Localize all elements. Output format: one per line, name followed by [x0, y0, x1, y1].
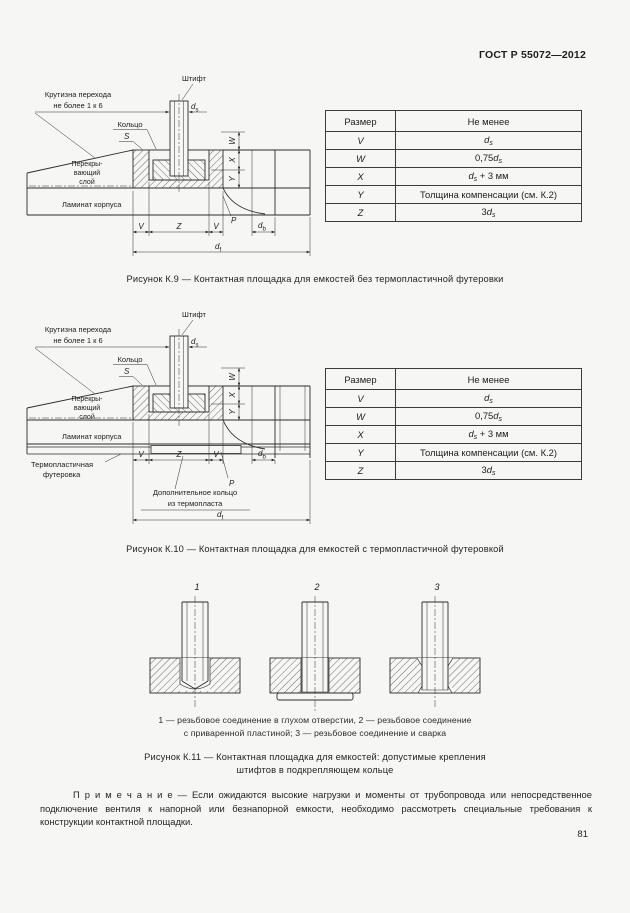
legend-line-2: с приваренной пластиной; 3 — резьбовое с…: [183, 728, 447, 738]
overlay-label-3: слой: [79, 413, 95, 421]
table-header-min: Не менее: [395, 110, 582, 132]
size-cell: Y: [325, 185, 396, 204]
size-cell: W: [325, 149, 396, 168]
dim-label-v2: V: [213, 450, 219, 459]
slope-label-1: Крутизна перехода: [45, 90, 112, 99]
dim-label-p: P: [231, 216, 237, 225]
standard-number: ГОСТ Р 55072—2012: [478, 49, 586, 61]
laminate-label: Ламинат корпуса: [62, 200, 122, 209]
table-header-min: Не менее: [395, 368, 582, 390]
dim-label-y: Y: [228, 176, 237, 182]
dim-label-x: X: [228, 157, 237, 164]
dim-label-df: df: [217, 510, 223, 522]
value-cell: 0,75ds: [395, 149, 582, 168]
table-header-row: Размер Не менее: [325, 368, 582, 390]
note-paragraph: П р и м е ч а н и е — Если ожидаются выс…: [40, 788, 592, 829]
value-cell: 0,75ds: [395, 407, 582, 426]
value-cell: ds: [395, 131, 582, 150]
caption-figure-k10: Рисунок К.10 — Контактная площадка для е…: [126, 544, 504, 554]
dim-label-z: Z: [176, 222, 183, 231]
legend-line-1: 1 — резьбовое соединение в глухом отверс…: [158, 715, 472, 725]
dim-label-v2: V: [213, 222, 219, 231]
dim-label-v1: V: [138, 450, 144, 459]
note-text: — Если ожидаются высокие нагрузки и моме…: [40, 789, 592, 828]
liner-label-1: Термопластичная: [31, 460, 93, 469]
caption-k11-line-2: штифтов в подкрепляющем кольце: [236, 765, 394, 775]
figure-k9-drawing: Штифт Крутизна перехода не более 1 к 6 К…: [26, 74, 311, 256]
dim-label-db: db: [258, 449, 266, 461]
overlay-label-2: вающий: [74, 404, 100, 412]
stud-number-3: 3: [434, 582, 439, 592]
value-cell: Толщина компенсации (см. К.2): [395, 185, 582, 204]
dim-label-w: W: [228, 372, 237, 381]
table-header-row: Размер Не менее: [325, 110, 582, 132]
note-label: П р и м е ч а н и е: [73, 789, 173, 800]
caption-k11-line-1: Рисунок К.11 — Контактная площадка для е…: [144, 752, 486, 762]
caption-figure-k11: Рисунок К.11 — Контактная площадка для е…: [0, 751, 630, 777]
size-cell: Y: [325, 443, 396, 462]
value-cell: ds: [395, 389, 582, 408]
size-cell: V: [325, 131, 396, 150]
figure-k11-drawing: 1 2: [149, 582, 481, 711]
value-cell: 3ds: [395, 461, 582, 480]
value-cell: ds + 3 мм: [395, 167, 582, 186]
pin-label: Штифт: [182, 74, 207, 83]
laminate-label: Ламинат корпуса: [62, 432, 122, 441]
extra-ring-label-2: из термопласта: [168, 499, 223, 508]
value-cell: Толщина компенсации (см. К.2): [395, 443, 582, 462]
size-cell: Z: [325, 203, 396, 222]
size-cell: W: [325, 407, 396, 426]
size-cell: X: [325, 167, 396, 186]
value-cell: 3ds: [395, 203, 582, 222]
dim-label-y: Y: [228, 409, 237, 415]
slope-label-1: Крутизна перехода: [45, 325, 112, 334]
dim-label-v1: V: [138, 222, 144, 231]
dim-label-s: S: [124, 132, 130, 141]
stud-number-2: 2: [313, 582, 319, 592]
pin-label: Штифт: [182, 310, 207, 319]
table-header-size: Размер: [325, 110, 396, 132]
size-cell: Z: [325, 461, 396, 480]
size-cell: X: [325, 425, 396, 444]
dim-label-ds: ds: [191, 102, 198, 114]
overlay-label-3: слой: [79, 178, 95, 186]
dim-label-p: P: [229, 479, 235, 488]
ring-label: Кольцо: [117, 355, 142, 364]
dim-label-x: X: [228, 392, 237, 399]
page-number: 81: [577, 829, 588, 840]
figure-k10-drawing: Штифт Крутизна перехода не более 1 к 6 К…: [26, 310, 311, 524]
overlay-label-1: Перекры-: [71, 161, 103, 168]
caption-figure-k9: Рисунок К.9 — Контактная площадка для ем…: [126, 274, 504, 284]
table-header-size: Размер: [325, 368, 396, 390]
slope-label-2: не более 1 к 6: [53, 336, 102, 345]
value-cell: ds + 3 мм: [395, 425, 582, 444]
dim-label-df: df: [215, 242, 221, 254]
size-cell: V: [325, 389, 396, 408]
overlay-label-1: Перекры-: [71, 396, 103, 403]
dim-label-s: S: [124, 367, 130, 376]
slope-label-2: не более 1 к 6: [53, 101, 102, 110]
extra-ring-label-1: Дополнительное кольцо: [153, 488, 237, 497]
ring-label: Кольцо: [117, 120, 142, 129]
dim-label-w: W: [228, 136, 237, 145]
dim-label-z: Z: [176, 450, 183, 459]
figure-k11-legend: 1 — резьбовое соединение в глухом отверс…: [0, 714, 630, 740]
dim-label-ds: ds: [191, 337, 198, 349]
dim-label-db: db: [258, 221, 266, 233]
stud-number-1: 1: [194, 582, 199, 592]
overlay-label-2: вающий: [74, 169, 100, 177]
liner-label-2: футеровка: [43, 470, 81, 479]
